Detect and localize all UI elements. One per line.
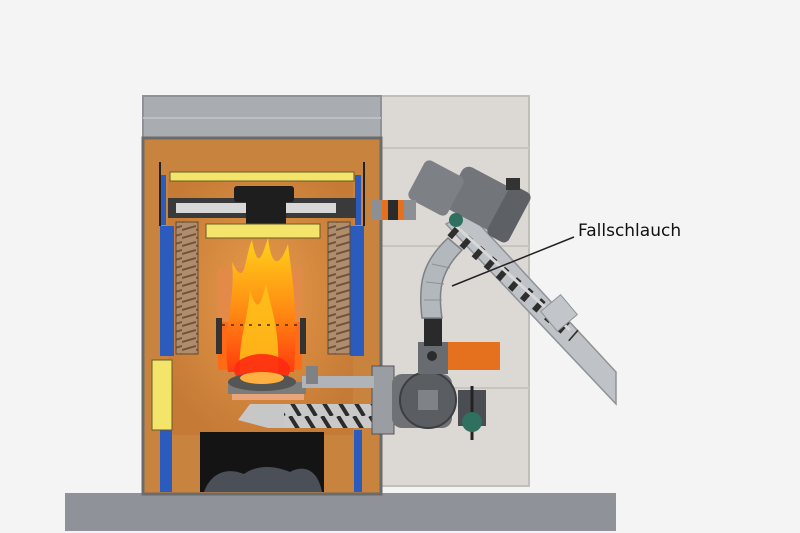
floor-slab — [65, 493, 616, 531]
flue-fan-motor — [234, 186, 294, 202]
auger-end-cap — [539, 293, 579, 333]
left-insulation-upper — [160, 226, 174, 356]
top-insulation-bar — [169, 171, 355, 182]
motor-terminal-box — [506, 178, 520, 190]
callout-label: Fallschlauch — [578, 221, 681, 241]
left-insulation-lower — [160, 430, 172, 492]
right-insulation-lower — [354, 430, 362, 492]
ash-pile — [204, 467, 322, 492]
ash-tray-lip — [232, 394, 304, 400]
right-insulation-upper — [350, 226, 364, 356]
burner-flange — [371, 365, 395, 435]
stoker-auger — [284, 404, 380, 428]
auger-gearbox — [408, 160, 464, 216]
orange-flap-unit — [446, 342, 500, 370]
left-heat-exchanger-spring — [175, 221, 199, 355]
drop-tube-socket — [424, 312, 442, 346]
upper-baffle-plate — [205, 223, 321, 239]
right-heat-exchanger-spring — [327, 221, 351, 355]
left-door-insulation — [151, 359, 173, 431]
callout-leader-line — [451, 236, 575, 287]
